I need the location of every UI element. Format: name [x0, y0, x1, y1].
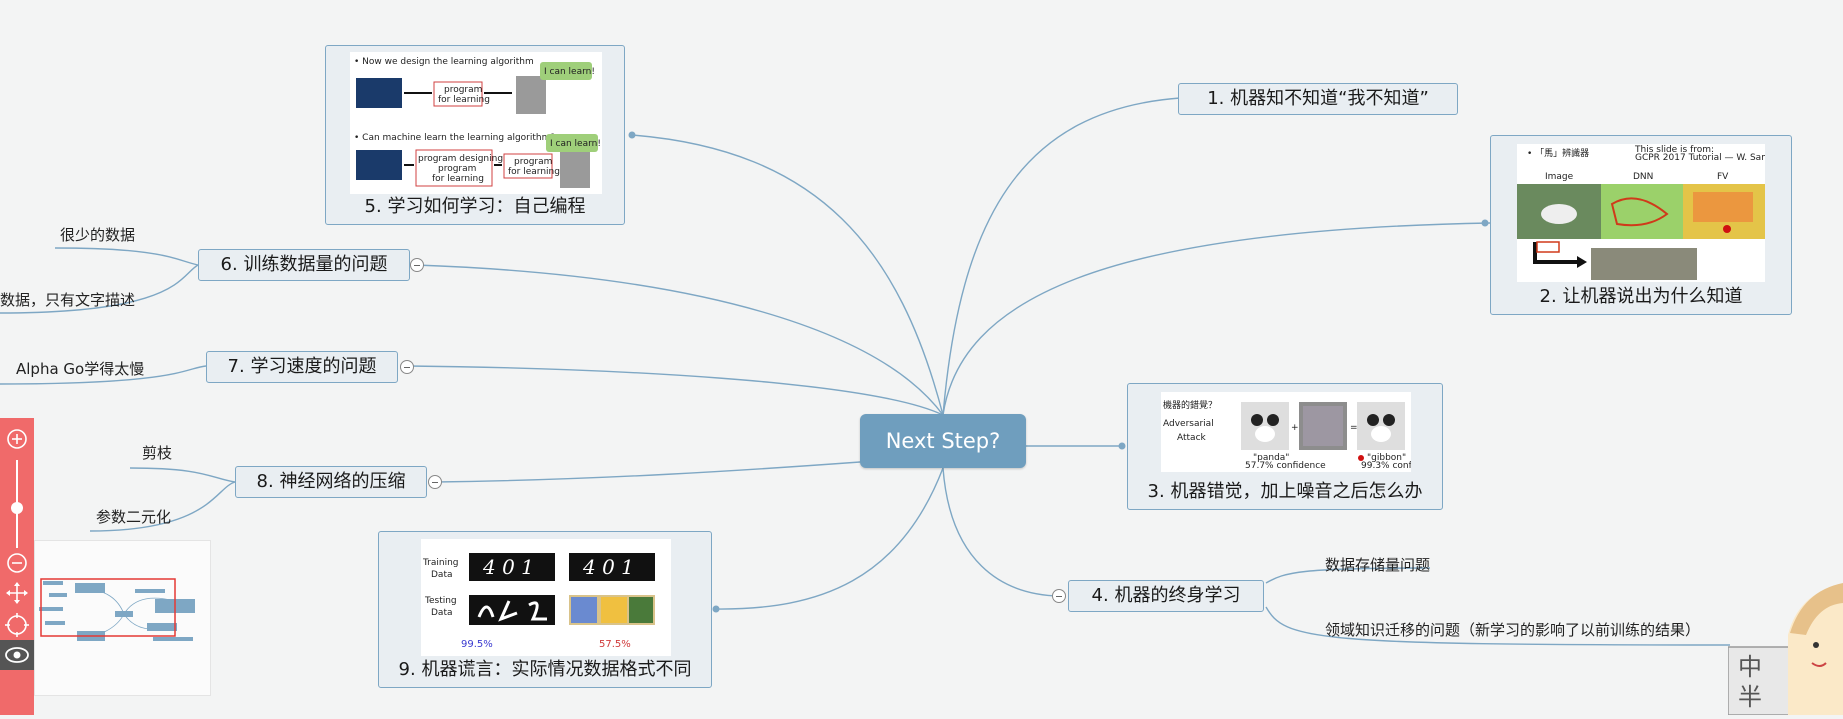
collapse-branch-8[interactable] [428, 475, 442, 489]
connector-b4 [942, 467, 1061, 597]
connector-b9 [715, 467, 944, 610]
branch-7-label: 7. 学习速度的问题 [227, 356, 377, 377]
fit-icon[interactable] [4, 612, 30, 638]
connector-b4-leaf1 [1265, 567, 1431, 584]
connector-b8-leaf2 [89, 481, 236, 532]
branch-3-label: 3. 机器错觉，加上噪音之后怎么办 [1147, 481, 1423, 502]
branch-5-label: 5. 学习如何学习：自己编程 [364, 196, 586, 217]
mascot-text1: 中 [1738, 653, 1762, 681]
minimap[interactable] [34, 540, 211, 696]
connector-b5 [631, 134, 944, 416]
branch-6[interactable]: 6. 训练数据量的问题 [198, 249, 410, 281]
leaf-b6-few-data[interactable]: 很少的数据 [60, 226, 136, 244]
thumb3-label-gibbon: "gibbon" [1367, 453, 1406, 463]
leaf-b8-binarization[interactable]: 参数二元化 [96, 508, 172, 526]
zoom-toolbar [0, 418, 34, 715]
thumb3-title2: Attack [1177, 433, 1207, 443]
thumb5-line2: • Can machine learn the learning algorit… [354, 133, 555, 143]
leaf-b8-pruning[interactable]: 剪枝 [142, 444, 173, 462]
zoom-slider-handle[interactable] [11, 502, 23, 514]
horse-classifier-thumbnail: • 「馬」辨識器 This slide is from: GCPR 2017 T… [1517, 144, 1765, 282]
thumb2-col-fv: FV [1717, 172, 1729, 182]
thumb3-conf-gibbon: 99.3% confidence [1361, 461, 1411, 471]
thumb3-eq: = [1350, 423, 1358, 433]
thumb5-bubble1: I can learn! [544, 67, 595, 77]
branch-2[interactable]: • 「馬」辨識器 This slide is from: GCPR 2017 T… [1490, 135, 1792, 315]
mnist-thumbnail: Training Data 4 0 1 4 0 1 Testing Data 9… [421, 539, 671, 656]
thumb9-acc-train: 99.5% [461, 639, 493, 650]
connector-b8-leaf1 [129, 467, 236, 483]
learn-to-learn-thumbnail: • Now we design the learning algorithm p… [350, 52, 602, 194]
branch-6-label: 6. 训练数据量的问题 [220, 254, 388, 275]
branch-8[interactable]: 8. 神经网络的压缩 [235, 466, 427, 498]
thumb9-acc-test: 57.5% [599, 639, 631, 650]
thumb3-title1: Adversarial [1163, 419, 1214, 429]
branch-9[interactable]: Training Data 4 0 1 4 0 1 Testing Data 9… [378, 531, 712, 688]
thumb9-digits-train1: 4 0 1 [482, 555, 534, 579]
leaf-b6-text-only[interactable]: 数据，只有文字描述 [0, 291, 136, 309]
branch-5[interactable]: • Now we design the learning algorithm p… [325, 45, 625, 225]
collapse-branch-7[interactable] [400, 360, 414, 374]
zoom-out-icon[interactable] [4, 550, 30, 576]
thumb3-question: 機器的錯覺？ [1163, 399, 1217, 411]
connector-b1 [942, 97, 1181, 416]
central-topic[interactable]: Next Step? [860, 414, 1026, 468]
branch-9-label: 9. 机器谎言：实际情况数据格式不同 [398, 659, 692, 680]
thumb2-col-image: Image [1545, 172, 1574, 182]
collapse-branch-4[interactable] [1052, 589, 1066, 603]
thumb5-line1: • Now we design the learning algorithm [354, 57, 534, 67]
eye-toggle[interactable] [0, 640, 34, 670]
mascot-character: 中 半 [1727, 575, 1843, 716]
leaf-b4-transfer[interactable]: 领域知识迁移的问题（新学习的影响了以前训练的结果） [1325, 621, 1701, 639]
collapse-branch-6[interactable] [410, 258, 424, 272]
thumb9-train2: Data [431, 570, 453, 580]
adversarial-thumbnail: 機器的錯覺？ Adversarial Attack + .007 × = "pa… [1161, 392, 1411, 472]
thumb3-conf-panda: 57.7% confidence [1245, 461, 1326, 471]
thumb5-program-designing: program designing [418, 154, 503, 164]
branch-8-label: 8. 神经网络的压缩 [256, 471, 406, 492]
thumb5-program: program [444, 85, 482, 95]
thumb9-test1: Testing [424, 596, 457, 606]
mascot-text2: 半 [1738, 683, 1762, 711]
branch-3[interactable]: 機器的錯覺？ Adversarial Attack + .007 × = "pa… [1127, 383, 1443, 510]
zoom-slider[interactable] [11, 460, 23, 548]
connector-b4-leaf2 [1265, 606, 1731, 646]
thumb9-train1: Training [422, 558, 459, 568]
thumb5-program3: program [514, 157, 552, 167]
thumb2-credit1: This slide is from: [1634, 145, 1714, 155]
thumb5-for-learning2: for learning [432, 174, 484, 184]
connector-b6 [415, 264, 944, 416]
thumb5-program2: program [438, 164, 476, 174]
branch-4[interactable]: 4. 机器的终身学习 [1068, 580, 1264, 612]
connector-b8 [434, 461, 861, 483]
branch-1[interactable]: 1. 机器知不知道“我不知道” [1178, 83, 1458, 115]
connector-b6-leaf1 [54, 247, 199, 266]
connector-b7-leaf1 [0, 365, 207, 385]
move-icon[interactable] [4, 580, 30, 606]
branch-1-label: 1. 机器知不知道“我不知道” [1207, 88, 1429, 109]
zoom-in-icon[interactable] [4, 426, 30, 452]
connector-b6-leaf2 [0, 264, 199, 314]
connector-b7 [407, 365, 944, 416]
branch-2-label: 2. 让机器说出为什么知道 [1539, 286, 1743, 307]
branch-4-label: 4. 机器的终身学习 [1091, 585, 1241, 606]
thumb3-label-panda: "panda" [1253, 453, 1289, 463]
thumb5-for-learning3: for learning [508, 167, 560, 177]
thumb9-digits-train2: 4 0 1 [582, 555, 634, 579]
leaf-b4-storage[interactable]: 数据存储量问题 [1325, 556, 1431, 574]
thumb2-title: • 「馬」辨識器 [1527, 147, 1589, 159]
eye-icon [5, 647, 29, 663]
thumb5-bubble2: I can learn! [550, 139, 601, 149]
thumb5-for-learning: for learning [438, 95, 490, 105]
branch-7[interactable]: 7. 学习速度的问题 [206, 351, 398, 383]
leaf-b7-alphago[interactable]: Alpha Go学得太慢 [16, 360, 145, 378]
thumb2-credit2: GCPR 2017 Tutorial — W. Samek & K.-R. Mü… [1635, 153, 1765, 163]
thumb2-col-dnn: DNN [1633, 172, 1653, 182]
connector-b2 [942, 222, 1491, 416]
thumb9-test2: Data [431, 608, 453, 618]
